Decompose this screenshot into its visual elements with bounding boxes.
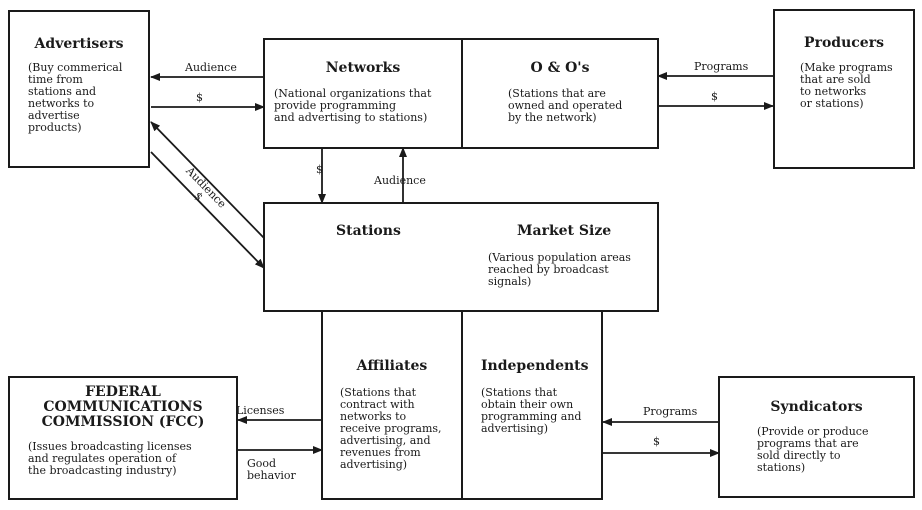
fcc-desc-line: (Issues broadcasting licenses (28, 440, 192, 453)
producers-desc-line: (Make programs (800, 61, 893, 74)
label-fcc-to-affiliates-line: Good (247, 457, 277, 470)
syndicators-desc-line: programs that are (757, 437, 859, 450)
market-size-desc-line: reached by broadcast (488, 263, 609, 276)
label-independents-to-syndicators: $ (653, 435, 660, 448)
affiliates-desc-line: advertising) (340, 458, 408, 471)
advertisers-box (8, 10, 150, 168)
affiliates-desc-line: receive programs, (340, 422, 442, 435)
syndicators-box (718, 376, 915, 498)
label-networks-to-advertisers: Audience (185, 61, 237, 74)
syndicators-desc-line: stations) (757, 461, 806, 474)
advertisers-desc-line: networks to (28, 97, 95, 110)
affiliates-desc-line: networks to (340, 410, 407, 423)
label-syndicators-to-independents: Programs (643, 405, 698, 418)
fcc-title-line: FEDERAL (85, 384, 161, 400)
producers-desc-line: or stations) (800, 97, 864, 110)
networks-desc-line: (National organizations that (274, 87, 432, 100)
affiliates-desc-line: contract with (340, 398, 415, 411)
fcc-desc-line: the broadcasting industry) (28, 464, 177, 477)
stations-box (263, 202, 659, 312)
fcc-title-line: COMMUNICATIONS (43, 399, 203, 415)
fcc-title-line: COMMISSION (FCC) (41, 414, 205, 430)
fcc-box (8, 376, 238, 500)
advertisers-desc-line: advertise (28, 109, 80, 122)
arrow-stations-to-advertisers (150, 121, 265, 239)
networks-box (263, 38, 463, 149)
independents-desc-line: (Stations that (481, 386, 558, 399)
market-size-title: Market Size (517, 223, 612, 239)
oandos-title: O & O's (530, 60, 590, 76)
market-size-desc-line: signals) (488, 275, 532, 288)
syndicators-desc-line: (Provide or produce (757, 425, 869, 438)
advertisers-desc-line: time from (28, 73, 83, 86)
stations-title: Stations (336, 223, 401, 239)
independents-title: Independents (481, 358, 589, 374)
label-oandos-to-producers: $ (711, 90, 718, 103)
affiliates-desc-line: advertising, and (340, 434, 431, 447)
fcc-desc-line: and regulates operation of (28, 452, 177, 465)
independents-box (461, 310, 603, 500)
market-size-desc-line: (Various population areas (488, 251, 631, 264)
independents-desc-line: programming and (481, 410, 582, 423)
affiliates-desc-line: revenues from (340, 446, 421, 459)
independents-desc-line: advertising) (481, 422, 549, 435)
arrow-advertisers-to-stations (150, 151, 265, 269)
producers-desc-line: that are sold (800, 73, 871, 86)
label-advertisers-to-networks: $ (196, 91, 203, 104)
networks-desc-line: provide programming (274, 99, 396, 112)
oandos-box (461, 38, 659, 149)
syndicators-desc-line: sold directly to (757, 449, 841, 462)
oandos-desc-line: owned and operated (508, 99, 623, 112)
advertisers-desc-line: products) (28, 121, 82, 134)
producers-box (773, 9, 915, 169)
networks-title: Networks (325, 60, 401, 76)
producers-title: Producers (804, 35, 884, 51)
independents-desc-line: obtain their own (481, 398, 574, 411)
affiliates-desc-line: (Stations that (340, 386, 417, 399)
oandos-desc-line: (Stations that are (508, 87, 606, 100)
oandos-desc-line: by the network) (508, 111, 597, 124)
advertisers-desc-line: (Buy commerical (28, 61, 123, 74)
producers-desc-line: to networks (800, 85, 867, 98)
affiliates-box (321, 310, 463, 500)
networks-desc-line: and advertising to stations) (274, 111, 428, 124)
label-fcc-to-affiliates-line: behavior (247, 469, 296, 482)
label-producers-to-oandos: Programs (694, 60, 749, 73)
advertisers-desc-line: stations and (28, 85, 97, 98)
advertisers-title: Advertisers (34, 36, 124, 52)
label-networks-to-stations: $ (316, 163, 323, 176)
affiliates-title: Affiliates (356, 358, 428, 374)
label-stations-to-networks: Audience (374, 174, 426, 187)
syndicators-title: Syndicators (770, 399, 863, 415)
label-affiliates-to-fcc: Licenses (236, 404, 285, 417)
